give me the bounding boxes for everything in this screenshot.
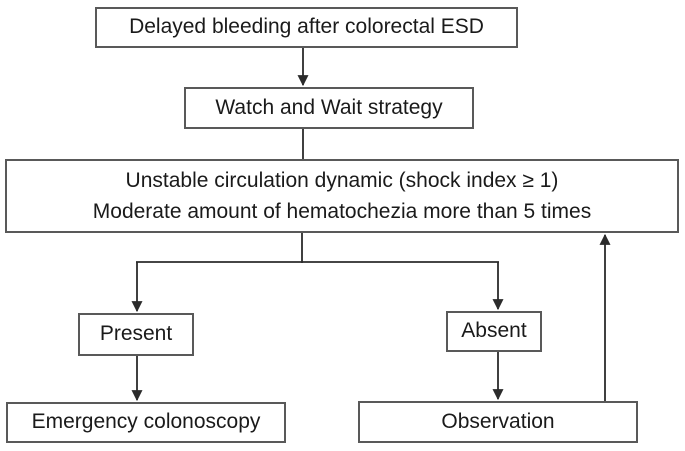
node-assessment-line1: Unstable circulation dynamic (shock inde…: [125, 169, 559, 192]
node-observation-label: Observation: [441, 409, 555, 433]
node-absent-label: Absent: [461, 319, 527, 343]
node-present-label: Present: [99, 322, 173, 346]
node-delayed-bleeding-label: Delayed bleeding after colorectal ESD: [129, 15, 484, 39]
node-assessment-criteria: Unstable circulation dynamic (shock inde…: [5, 159, 679, 233]
node-assessment-line2: Moderate amount of hematochezia more tha…: [92, 200, 592, 223]
node-emergency-colonoscopy: Emergency colonoscopy: [6, 402, 286, 443]
node-delayed-bleeding: Delayed bleeding after colorectal ESD: [95, 7, 518, 48]
node-watch-and-wait: Watch and Wait strategy: [184, 87, 474, 129]
node-present: Present: [78, 313, 194, 356]
node-absent: Absent: [446, 311, 542, 352]
node-watch-and-wait-label: Watch and Wait strategy: [215, 95, 443, 119]
node-emergency-colonoscopy-label: Emergency colonoscopy: [31, 410, 261, 434]
node-observation: Observation: [358, 401, 638, 443]
